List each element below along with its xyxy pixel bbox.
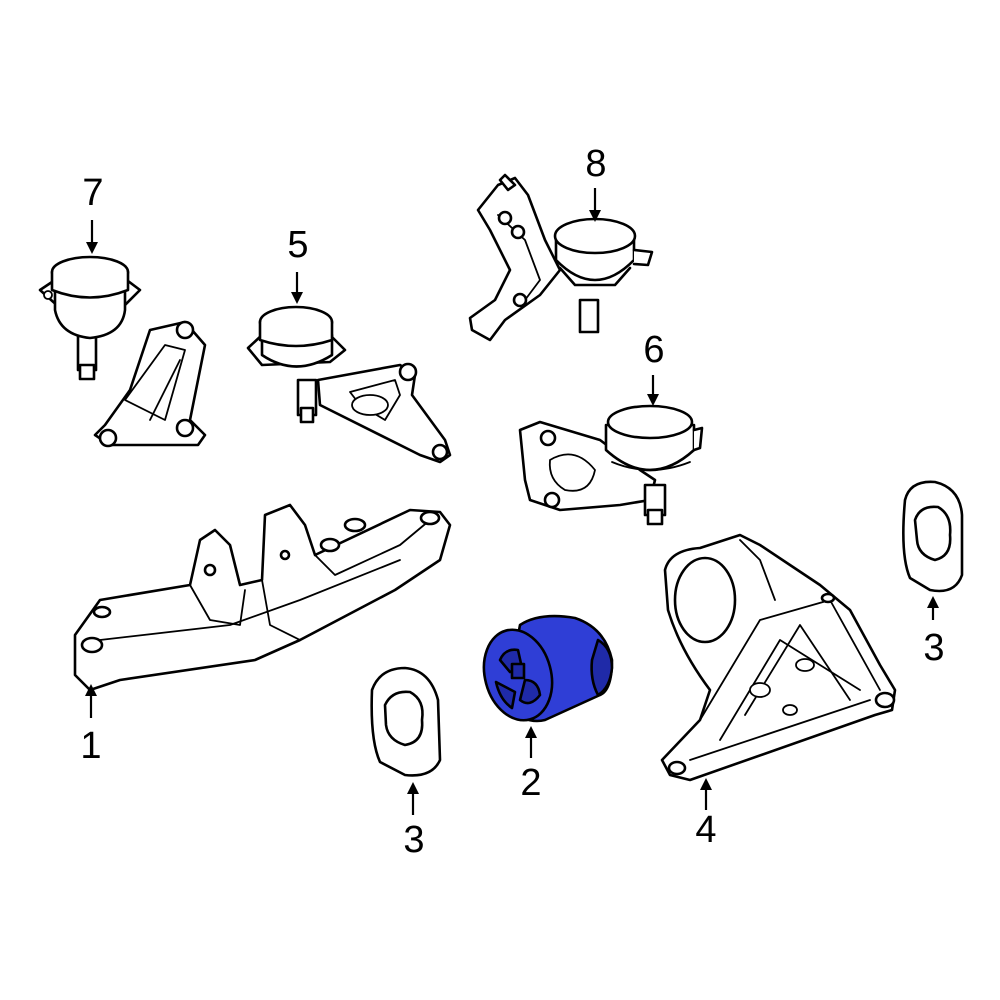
- part-3-bushing-plate-right[interactable]: [902, 480, 964, 593]
- part-6-engine-mount[interactable]: [518, 404, 704, 526]
- part-5-engine-mount[interactable]: [246, 305, 452, 464]
- callout-6: 6: [643, 329, 664, 371]
- callout-7: 7: [82, 172, 103, 214]
- callout-5: 5: [287, 224, 308, 266]
- callout-labels: 7 5 8 6 1 2 3 3 4: [80, 143, 944, 861]
- callout-3-left: 3: [403, 819, 424, 861]
- callout-1: 1: [80, 725, 101, 767]
- part-2-bushing-highlighted[interactable]: [474, 614, 614, 728]
- callout-3-right: 3: [923, 627, 944, 669]
- callout-4: 4: [695, 809, 716, 851]
- part-4-mount-bracket[interactable]: [660, 533, 897, 782]
- part-7-engine-mount[interactable]: [38, 255, 207, 448]
- callout-2: 2: [520, 762, 541, 804]
- part-1-crossmember[interactable]: [73, 503, 452, 692]
- part-3-bushing-plate-left[interactable]: [370, 666, 442, 777]
- callout-8: 8: [585, 143, 606, 185]
- callout-arrows: [85, 188, 939, 815]
- part-8-engine-mount[interactable]: [468, 173, 654, 342]
